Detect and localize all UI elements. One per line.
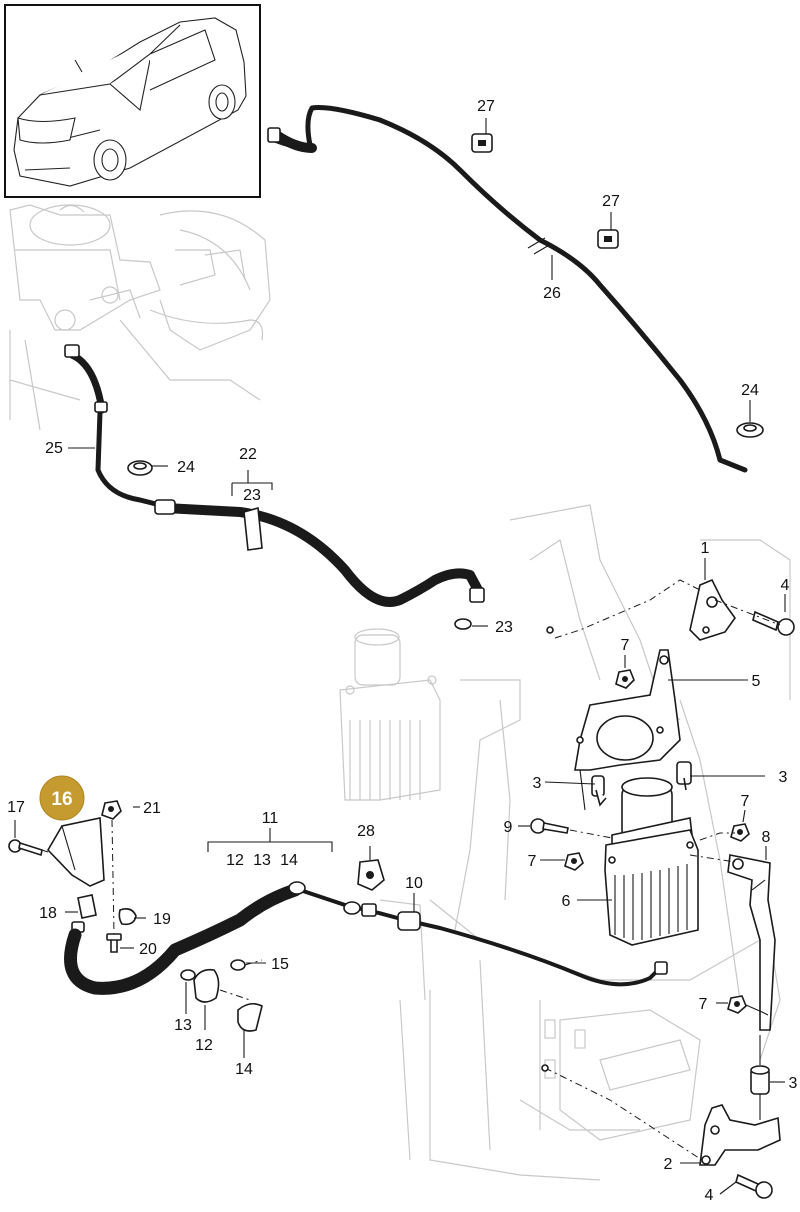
callout-3: 3	[533, 775, 542, 792]
callout-17: 17	[7, 799, 25, 816]
highlight-label: 16	[51, 789, 72, 810]
callout-15: 15	[271, 956, 289, 973]
highlight-badge-16[interactable]: 16	[39, 775, 85, 821]
grommet-24-upper	[127, 460, 153, 476]
leader-lines	[14, 118, 786, 1195]
callout-13: 13	[253, 852, 271, 869]
callout-3: 3	[789, 1075, 798, 1092]
nut-7-d	[727, 995, 747, 1014]
callout-9: 9	[504, 819, 513, 836]
callout-7: 7	[741, 793, 750, 810]
callout-12: 12	[226, 852, 244, 869]
callout-7: 7	[528, 853, 537, 870]
pipe-26	[267, 105, 748, 473]
callout-18: 18	[39, 905, 57, 922]
callout-7: 7	[621, 637, 630, 654]
callout-8: 8	[762, 829, 771, 846]
mount-3-c	[750, 1065, 770, 1120]
hose-22	[154, 499, 485, 607]
callout-labels: 27 27 26 24 24 25 22 23 23 1 4 7 5 3 3 7…	[7, 98, 797, 1204]
clip-27-b	[597, 229, 619, 249]
callout-13: 13	[174, 1017, 192, 1034]
callout-27: 27	[477, 98, 495, 115]
callout-22: 22	[239, 446, 257, 463]
callout-12: 12	[195, 1037, 213, 1054]
callout-20: 20	[139, 941, 157, 958]
bolt-4-lower	[735, 1173, 773, 1199]
nut-7-a	[615, 669, 635, 689]
callout-19: 19	[153, 911, 171, 928]
callout-25: 25	[45, 440, 63, 457]
bolt-9	[530, 818, 569, 834]
callout-21: 21	[143, 800, 161, 817]
callout-23: 23	[495, 619, 513, 636]
callout-28: 28	[357, 823, 375, 840]
callout-4: 4	[705, 1187, 714, 1204]
callout-5: 5	[752, 673, 761, 690]
connector-18	[71, 894, 97, 933]
callout-23: 23	[243, 487, 261, 504]
vehicle-thumbnail	[4, 4, 261, 198]
callout-24: 24	[741, 382, 759, 399]
nut-7-b	[564, 852, 584, 871]
callout-7: 7	[699, 996, 708, 1013]
clamp-19	[118, 908, 137, 926]
transmission-actuator-ghost	[339, 628, 441, 801]
nut-21	[101, 800, 122, 820]
bolt-4-upper	[752, 610, 795, 636]
grommet-24-right	[736, 422, 764, 438]
callout-11: 11	[262, 810, 279, 827]
o-ring-23	[454, 618, 472, 630]
callout-14: 14	[280, 852, 298, 869]
bolt-20	[106, 933, 122, 953]
hose-25	[64, 344, 163, 508]
callout-27: 27	[602, 193, 620, 210]
callout-14: 14	[235, 1061, 253, 1078]
callout-10: 10	[405, 875, 423, 892]
mount-3-a	[591, 775, 607, 807]
bracket-28	[357, 859, 385, 891]
callout-2: 2	[664, 1156, 673, 1173]
clip-27-a	[471, 133, 493, 153]
callout-6: 6	[562, 893, 571, 910]
bracket-8	[727, 854, 776, 1031]
small-parts-12-15	[180, 959, 263, 1032]
hose-11	[64, 881, 668, 995]
heat-shield-16	[47, 817, 105, 887]
callout-24: 24	[177, 459, 195, 476]
callout-1: 1	[701, 540, 710, 557]
bracket-2	[699, 1104, 781, 1166]
bracket-1	[689, 578, 736, 641]
callout-3: 3	[779, 769, 788, 786]
mount-3-b	[676, 761, 692, 791]
control-unit-6	[604, 829, 699, 946]
body-structure-ghost	[379, 504, 791, 1181]
nut-7-c	[730, 823, 750, 842]
callout-4: 4	[781, 577, 790, 594]
engine-bay-ghost	[9, 204, 271, 431]
callout-26: 26	[543, 285, 561, 302]
bolt-17	[8, 839, 43, 857]
bracket-5	[574, 649, 681, 811]
